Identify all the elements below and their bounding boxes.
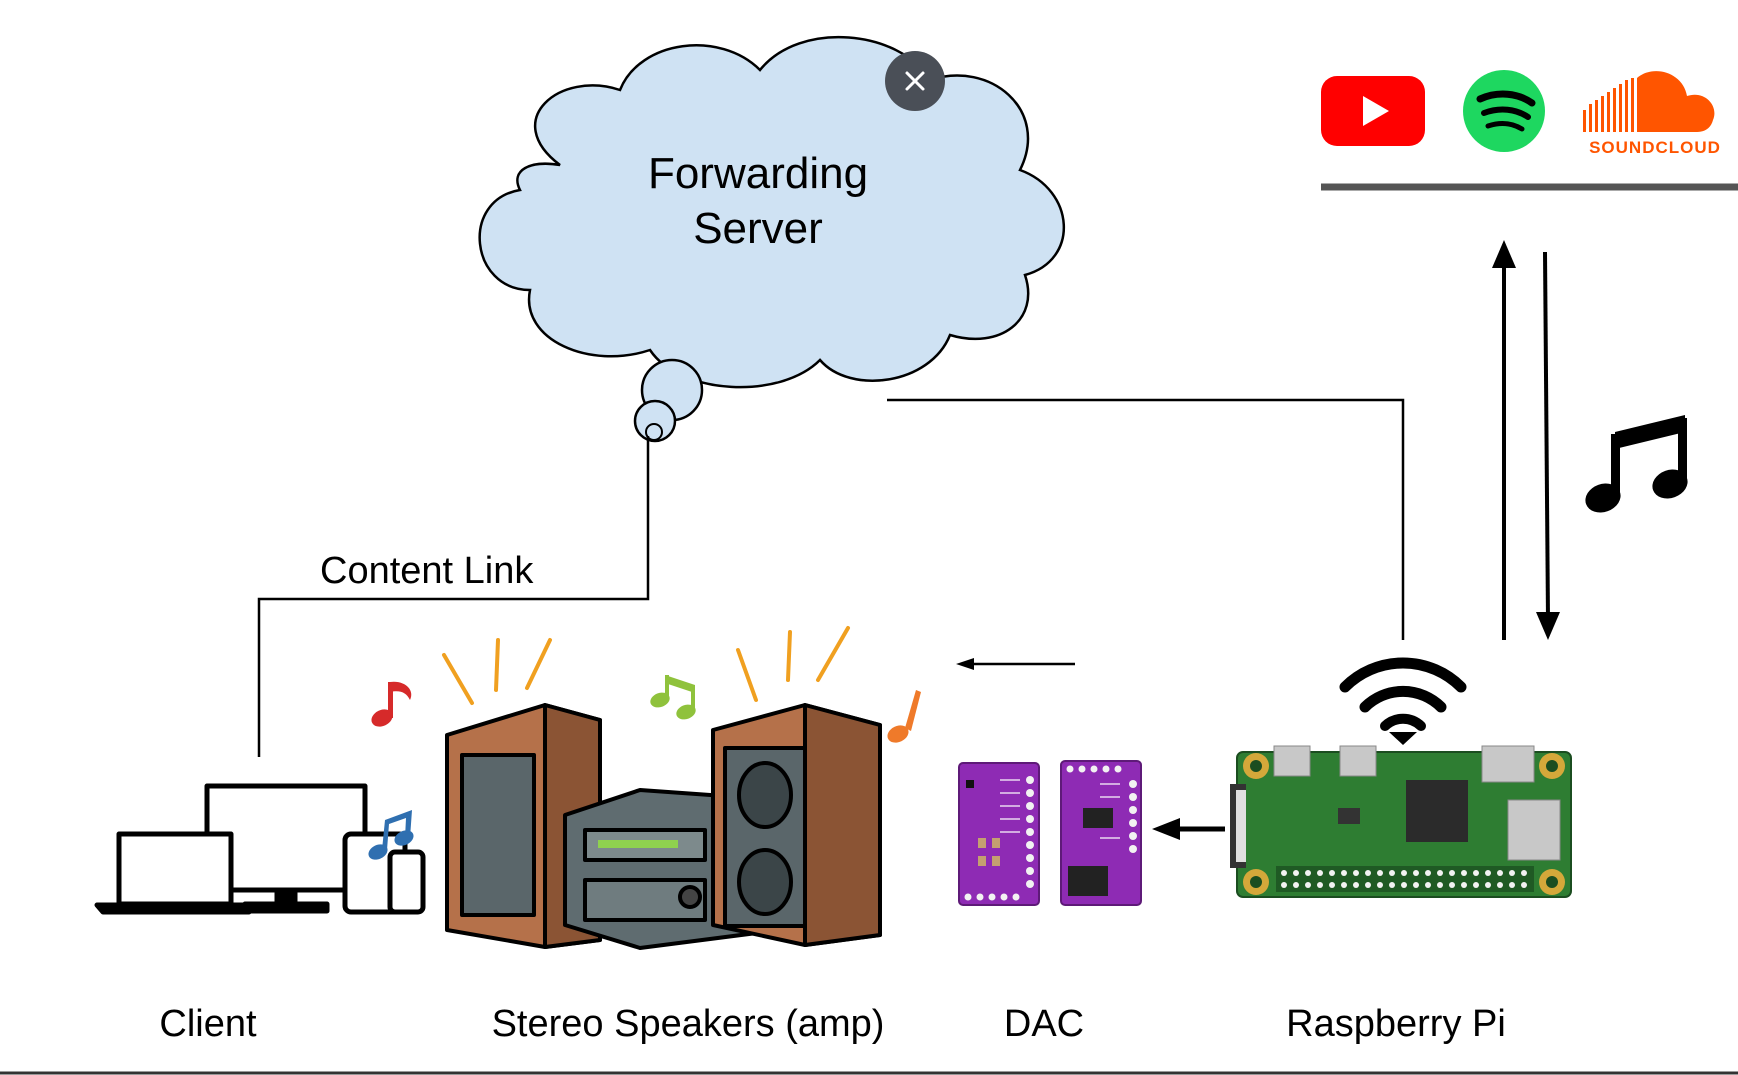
caption-dac: DAC: [1004, 1003, 1084, 1045]
wifi-icon: [1339, 657, 1467, 745]
cloud-label-line1: Forwarding: [648, 149, 868, 198]
dac-to-speakers-arrow: [956, 658, 1075, 670]
upstream-arrow: [1492, 240, 1516, 640]
music-note-red-icon: [371, 681, 412, 727]
cloud-label-line2: Server: [693, 204, 823, 253]
music-note-blue-icon: [368, 810, 414, 860]
caption-client: Client: [159, 1003, 257, 1045]
caption-speakers: Stereo Speakers (amp): [492, 1003, 885, 1045]
soundcloud-icon: SOUNDCLOUD: [1583, 71, 1721, 157]
music-note-orange-icon: [887, 690, 921, 743]
raspberry-pi-board: [1230, 745, 1572, 898]
music-note-green-icon: [650, 675, 696, 720]
music-note-icon: [1585, 415, 1688, 513]
client-devices-icon: [94, 783, 426, 915]
content-link-line: [257, 436, 650, 757]
stereo-speakers: [442, 626, 882, 950]
close-icon: [905, 71, 925, 91]
pi-to-dac-arrow: [1152, 818, 1225, 840]
spotify-icon: [1463, 70, 1545, 152]
forwarding-server-cloud: Forwarding Server: [478, 35, 1065, 443]
dac-board: [958, 760, 1142, 906]
server-to-pi-line: [887, 398, 1405, 640]
soundcloud-wordmark: SOUNDCLOUD: [1589, 138, 1721, 157]
close-button[interactable]: [885, 51, 945, 111]
content-link-label: Content Link: [320, 550, 534, 592]
caption-raspberry-pi: Raspberry Pi: [1286, 1003, 1506, 1045]
youtube-icon: [1321, 76, 1425, 146]
downstream-arrow: [1536, 251, 1560, 640]
